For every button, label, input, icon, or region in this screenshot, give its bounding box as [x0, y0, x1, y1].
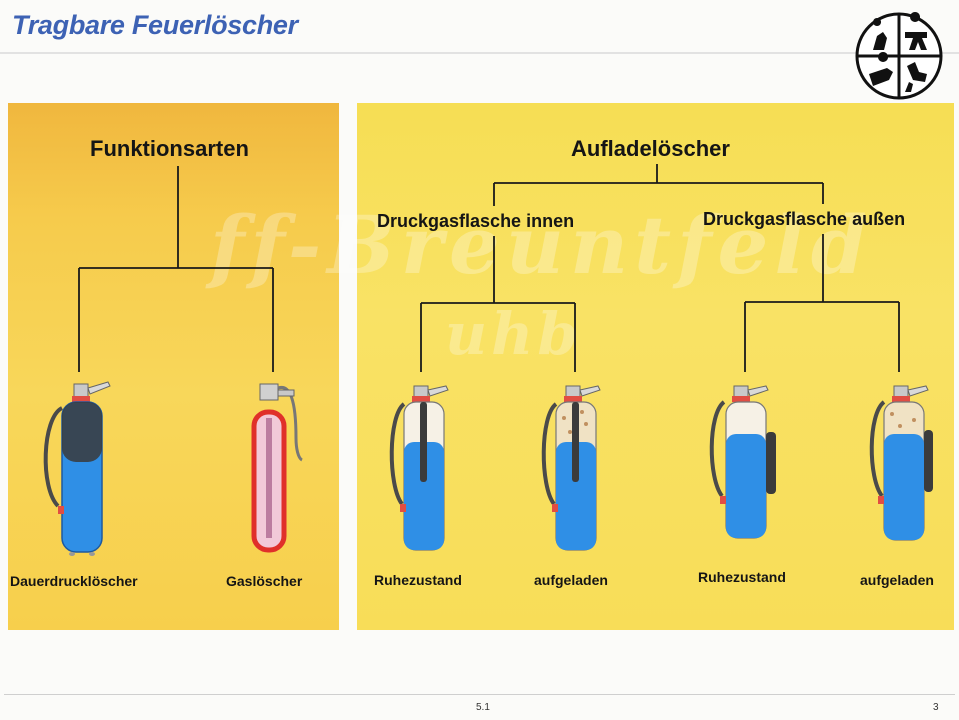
firefighter-emblem-icon: [855, 12, 943, 100]
node-aufladeloescher: Aufladelöscher: [571, 136, 730, 161]
extinguisher-innen-ruhezustand-icon: [389, 385, 449, 551]
leaf-dauerdruckloescher: Dauerdrucklöscher: [10, 573, 138, 589]
panel-aufladeloescher: [357, 103, 954, 630]
leaf-innen-aufgeladen: aufgeladen: [534, 572, 608, 588]
node-funktionsarten: Funktionsarten: [90, 136, 249, 161]
leaf-aussen-aufgeladen: aufgeladen: [860, 572, 934, 588]
extinguisher-innen-aufgeladen-icon: [541, 385, 601, 551]
node-druckgasflasche-innen: Druckgasflasche innen: [377, 211, 575, 231]
section-number: 5.1: [476, 702, 490, 713]
title-divider: [0, 52, 959, 54]
page-number: 3: [933, 702, 939, 713]
page-title: Tragbare Feuerlöscher: [12, 10, 298, 40]
extinguisher-gas-icon: [251, 383, 303, 553]
leaf-gasloescher: Gaslöscher: [226, 573, 303, 589]
leaf-aussen-ruhezustand: Ruhezustand: [698, 569, 786, 585]
node-druckgasflasche-aussen: Druckgasflasche außen: [703, 209, 906, 229]
leaf-innen-ruhezustand: Ruhezustand: [374, 572, 462, 588]
footer-divider: [4, 694, 955, 695]
extinguisher-aussen-ruhezustand-icon: [709, 385, 776, 539]
extinguisher-dauerdruck-icon: [43, 381, 111, 556]
extinguisher-aussen-aufgeladen-icon: [869, 385, 933, 541]
